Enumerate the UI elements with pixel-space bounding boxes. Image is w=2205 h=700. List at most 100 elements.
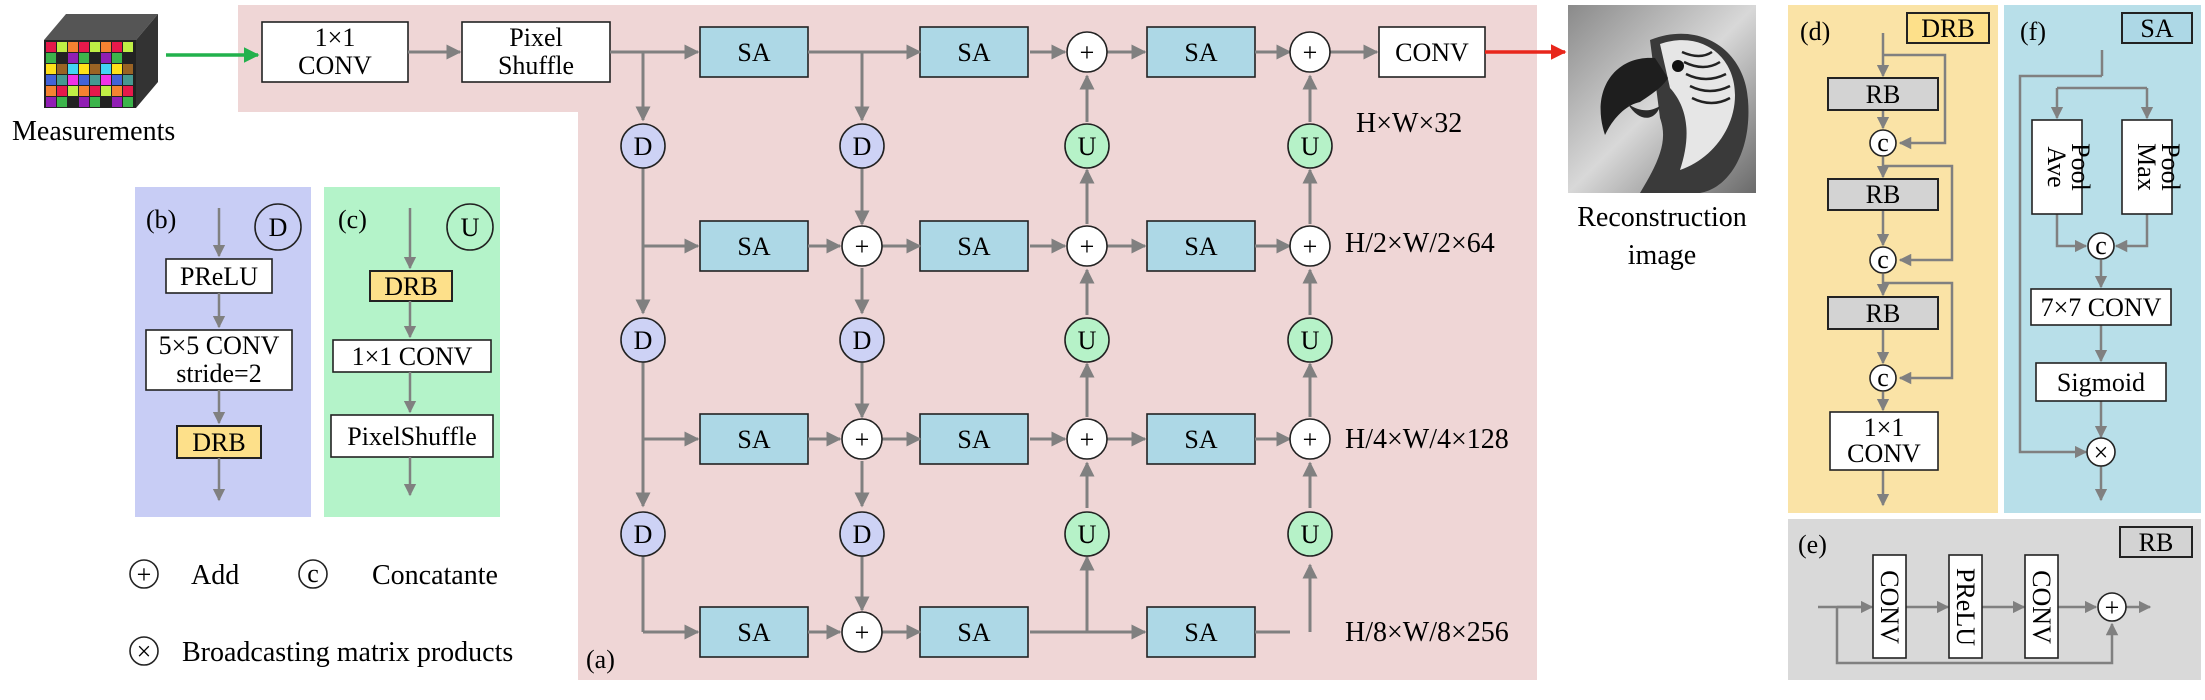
cube-cell bbox=[68, 97, 78, 107]
up-node bbox=[1064, 511, 1110, 557]
concat-node-2 bbox=[1869, 246, 1897, 274]
panel-f-tag bbox=[2121, 12, 2193, 44]
sa-connections bbox=[2018, 50, 2154, 502]
cube-cell bbox=[123, 42, 133, 52]
panel-b-tag bbox=[254, 203, 302, 251]
up-node-symbol: U bbox=[1078, 326, 1097, 355]
cube-cell bbox=[101, 53, 111, 63]
sa-label: SA bbox=[957, 425, 990, 454]
cube-cell bbox=[112, 53, 122, 63]
cube-cell bbox=[68, 53, 78, 63]
rb-block-1 bbox=[1827, 77, 1939, 111]
conv-out-block bbox=[1378, 26, 1486, 78]
cube-cell bbox=[112, 42, 122, 52]
add-node bbox=[1066, 225, 1108, 267]
cube-cell bbox=[90, 97, 100, 107]
pixel-shuffle-block bbox=[461, 21, 611, 83]
add-node-symbol: + bbox=[1303, 425, 1318, 454]
cube-cell bbox=[101, 64, 111, 74]
cube-cell bbox=[123, 75, 133, 85]
rb-block-2 bbox=[1827, 178, 1939, 211]
mult-node-f bbox=[2086, 437, 2116, 467]
sa-block bbox=[919, 220, 1029, 272]
down-node bbox=[839, 123, 885, 169]
add-node bbox=[1289, 225, 1331, 267]
up-node-symbol: U bbox=[1301, 326, 1320, 355]
add-node bbox=[841, 611, 883, 653]
conv1x1-block bbox=[261, 21, 409, 83]
add-node-symbol: + bbox=[855, 618, 870, 647]
cube-cell bbox=[57, 53, 67, 63]
cube-cell bbox=[57, 75, 67, 85]
cube-cell bbox=[90, 42, 100, 52]
concat-node-1 bbox=[1869, 129, 1897, 157]
drb-block-c bbox=[369, 270, 453, 302]
sa-label: SA bbox=[737, 618, 770, 647]
cube-cell bbox=[68, 42, 78, 52]
sigmoid-block bbox=[2035, 362, 2167, 402]
cube-cell bbox=[68, 86, 78, 96]
panel-e-tag-text: RB bbox=[2139, 528, 2174, 557]
rb-add-node bbox=[2097, 592, 2127, 622]
scale-label-4: H/8×W/8×256 bbox=[1345, 617, 1509, 648]
cube-cell bbox=[112, 86, 122, 96]
ave-pool-line2: Pool bbox=[2066, 143, 2095, 191]
conv1x1-block-d bbox=[1829, 411, 1939, 471]
rb-conv-label-1: CONV bbox=[1875, 570, 1904, 644]
rb-prelu-label: PReLU bbox=[1951, 568, 1980, 646]
sa-block bbox=[699, 220, 809, 272]
down-node-symbol: D bbox=[853, 520, 872, 549]
cube-cell bbox=[46, 64, 56, 74]
down-node-symbol: D bbox=[853, 326, 872, 355]
cube-cell bbox=[57, 64, 67, 74]
ave-pool-line1: Ave bbox=[2042, 146, 2071, 187]
sigmoid-label: Sigmoid bbox=[2057, 368, 2145, 397]
conv1x1-label-c: 1×1 CONV bbox=[352, 342, 473, 371]
down-node bbox=[839, 511, 885, 557]
ave-pool-block bbox=[2031, 119, 2083, 215]
sa-block bbox=[919, 26, 1029, 78]
sa-block bbox=[919, 413, 1029, 465]
panel-e-label: (e) bbox=[1798, 530, 1827, 559]
output-label-line2: image bbox=[1628, 240, 1696, 271]
up-node bbox=[1287, 123, 1333, 169]
pixel-shuffle-line2: Shuffle bbox=[498, 51, 574, 80]
conv-out-label: CONV bbox=[1395, 38, 1469, 67]
sa-label: SA bbox=[737, 425, 770, 454]
panel-b-tag-text: D bbox=[269, 213, 288, 242]
conv7x7-block bbox=[2030, 288, 2172, 326]
cube-cell bbox=[46, 42, 56, 52]
conv1x1-d-line1: 1×1 bbox=[1864, 413, 1905, 442]
pixelshuffle-block-c bbox=[330, 414, 494, 458]
cube-cell bbox=[68, 64, 78, 74]
conv1x1-line1: 1×1 bbox=[315, 23, 356, 52]
cube-cell bbox=[57, 42, 67, 52]
cube-cell bbox=[79, 75, 89, 85]
sa-block bbox=[1146, 220, 1256, 272]
cube-cell bbox=[123, 97, 133, 107]
panel-b-label: (b) bbox=[146, 205, 176, 234]
down-node-symbol: D bbox=[634, 326, 653, 355]
rb-label-1: RB bbox=[1866, 80, 1901, 109]
rb-conv-block-1 bbox=[1872, 554, 1907, 659]
add-node-symbol: + bbox=[855, 232, 870, 261]
cube-cell bbox=[79, 86, 89, 96]
panel-f-label: (f) bbox=[2020, 17, 2046, 46]
concat-symbol-3: c bbox=[1877, 363, 1889, 392]
up-node-symbol: U bbox=[1078, 520, 1097, 549]
mult-symbol-f: × bbox=[2094, 438, 2109, 467]
concat-symbol-2: c bbox=[1877, 245, 1889, 274]
concat-legend-symbol: c bbox=[307, 559, 319, 588]
max-pool-line2: Pool bbox=[2156, 143, 2185, 191]
panel-c-tag bbox=[446, 203, 494, 251]
rb-block-3 bbox=[1827, 296, 1939, 330]
panel-a-label: (a) bbox=[586, 645, 615, 674]
add-legend-text: Add bbox=[191, 560, 239, 591]
sa-block bbox=[1146, 606, 1256, 658]
conv7x7-label: 7×7 CONV bbox=[2041, 293, 2162, 322]
add-node bbox=[841, 418, 883, 460]
pixel-shuffle-line1: Pixel bbox=[509, 23, 562, 52]
scale-label-3: H/4×W/4×128 bbox=[1345, 424, 1509, 455]
sa-label: SA bbox=[1184, 38, 1217, 67]
